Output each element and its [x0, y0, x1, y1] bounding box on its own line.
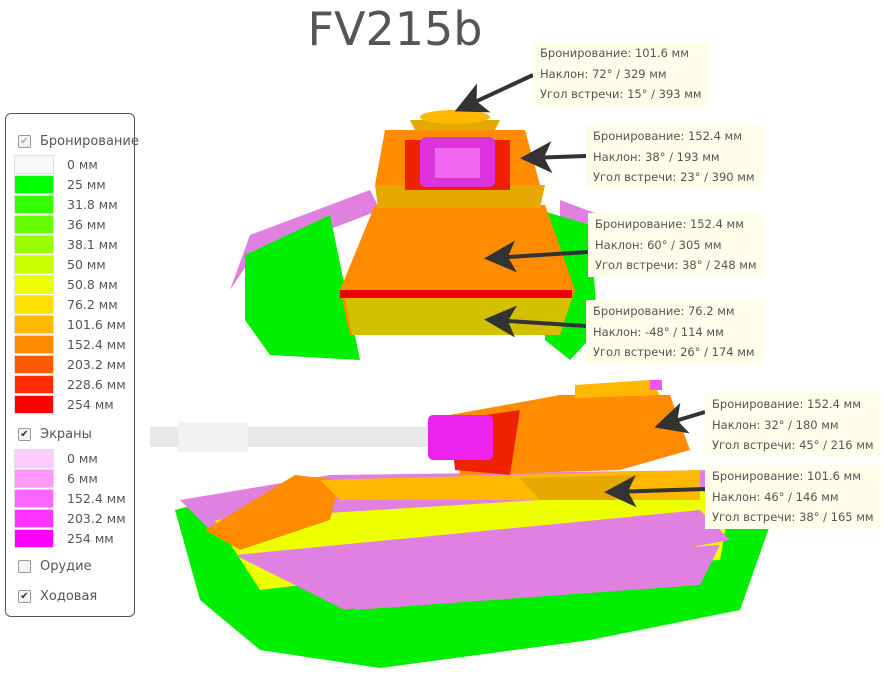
legend-item-label: 76.2 мм — [67, 297, 118, 312]
armor-tooltip: Бронирование: 152.4 мм Наклон: 60° / 305 … — [588, 213, 764, 277]
tooltip-armor: Бронирование: 152.4 мм — [595, 217, 744, 231]
legend-item: 25 мм — [14, 175, 106, 194]
legend-item: 254 мм — [14, 395, 114, 414]
color-swatch — [14, 489, 54, 508]
armor-legend: ✔ Бронирование 0 мм 25 мм 31.8 мм 36 мм 38.1 … — [5, 113, 139, 617]
tooltip-armor: Бронирование: 101.6 мм — [540, 46, 689, 60]
color-swatch — [14, 509, 54, 528]
color-swatch — [14, 215, 54, 234]
tooltip-slope: Наклон: 46° / 146 мм — [712, 489, 839, 504]
legend-item-label: 50.8 мм — [67, 277, 118, 292]
tooltip-angle: Угол встречи: 38° / 165 мм — [712, 510, 874, 524]
legend-item: 152.4 мм — [14, 335, 126, 354]
legend-item-label: 38.1 мм — [67, 237, 118, 252]
tracks-checkbox[interactable]: ✔ — [18, 590, 31, 603]
color-swatch — [14, 335, 54, 354]
color-swatch — [14, 275, 54, 294]
tooltip-arrows — [454, 73, 706, 508]
color-swatch — [14, 175, 54, 194]
legend-item: 152.4 мм — [14, 489, 126, 508]
legend-item: 76.2 мм — [14, 295, 118, 314]
color-swatch — [14, 449, 54, 468]
legend-item-label: 25 мм — [67, 177, 106, 192]
tooltip-angle: Угол встречи: 23° / 390 мм — [593, 170, 755, 184]
legend-item: 38.1 мм — [14, 235, 118, 254]
tooltip-angle: Угол встречи: 26° / 174 мм — [593, 345, 755, 359]
legend-item-label: 152.4 мм — [67, 337, 126, 352]
legend-item-label: 203.2 мм — [67, 511, 126, 526]
armor-tooltip: Бронирование: 76.2 мм Наклон: -48° / 114 … — [586, 300, 762, 364]
armor-tooltip: Бронирование: 152.4 мм Наклон: 32° / 180 … — [705, 393, 881, 457]
legend-item-label: 0 мм — [67, 451, 98, 466]
armor-checkbox[interactable]: ✔ — [18, 135, 31, 148]
tooltip-angle: Угол встречи: 38° / 248 мм — [595, 258, 757, 272]
legend-item-label: 203.2 мм — [67, 357, 126, 372]
color-swatch — [14, 469, 54, 488]
legend-item-label: 36 мм — [67, 217, 106, 232]
legend-item: 203.2 мм — [14, 509, 126, 528]
tooltip-slope: Наклон: 72° / 329 мм — [540, 66, 667, 81]
legend-item: 50.8 мм — [14, 275, 118, 294]
page-title: FV215b — [307, 2, 483, 56]
tracks-label: Ходовая — [40, 589, 98, 604]
screens-label: Экраны — [40, 427, 92, 442]
legend-item-label: 50 мм — [67, 257, 106, 272]
legend-item-label: 152.4 мм — [67, 491, 126, 506]
screens-toggle[interactable]: ✔ Экраны — [18, 427, 92, 442]
color-swatch — [14, 295, 54, 314]
color-swatch — [14, 235, 54, 254]
tooltip-angle: Угол встречи: 45° / 216 мм — [712, 438, 874, 452]
tank-front-view — [230, 110, 600, 360]
legend-item-label: 228.6 мм — [67, 377, 126, 392]
armor-tooltip: Бронирование: 101.6 мм Наклон: 46° / 146 … — [705, 465, 881, 529]
armor-toggle[interactable]: ✔ Бронирование — [18, 134, 139, 149]
legend-item-label: 6 мм — [67, 471, 98, 486]
color-swatch — [14, 375, 54, 394]
legend-item-label: 31.8 мм — [67, 197, 118, 212]
armor-tooltip: Бронирование: 152.4 мм Наклон: 38° / 193 … — [586, 125, 762, 189]
screens-checkbox[interactable]: ✔ — [18, 428, 31, 441]
legend-item: 254 мм — [14, 529, 114, 548]
color-swatch — [14, 355, 54, 374]
tooltip-slope: Наклон: -48° / 114 мм — [593, 324, 724, 339]
tooltip-armor: Бронирование: 152.4 мм — [712, 397, 861, 411]
armor-label: Бронирование — [40, 134, 139, 149]
legend-item: 0 мм — [14, 449, 98, 468]
tooltip-slope: Наклон: 32° / 180 мм — [712, 417, 839, 432]
legend-item: 101.6 мм — [14, 315, 126, 334]
legend-item-label: 101.6 мм — [67, 317, 126, 332]
gun-label: Орудие — [40, 559, 92, 574]
legend-item: 31.8 мм — [14, 195, 118, 214]
legend-item: 50 мм — [14, 255, 106, 274]
color-swatch — [14, 395, 54, 414]
gun-toggle[interactable]: Орудие — [18, 559, 92, 574]
color-swatch — [14, 155, 54, 174]
tooltip-armor: Бронирование: 101.6 мм — [712, 469, 861, 483]
legend-item: 228.6 мм — [14, 375, 126, 394]
color-swatch — [14, 195, 54, 214]
legend-item: 6 мм — [14, 469, 98, 488]
legend-item-label: 0 мм — [67, 157, 98, 172]
tooltip-slope: Наклон: 38° / 193 мм — [593, 149, 720, 164]
color-swatch — [14, 255, 54, 274]
tooltip-angle: Угол встречи: 15° / 393 мм — [540, 87, 702, 101]
gun-checkbox[interactable] — [18, 560, 31, 573]
legend-item: 0 мм — [14, 155, 98, 174]
color-swatch — [14, 315, 54, 334]
color-swatch — [14, 529, 54, 548]
armor-tooltip: Бронирование: 101.6 мм Наклон: 72° / 329 … — [533, 42, 709, 106]
legend-item-label: 254 мм — [67, 531, 114, 546]
tracks-toggle[interactable]: ✔ Ходовая — [18, 589, 97, 604]
tooltip-slope: Наклон: 60° / 305 мм — [595, 237, 722, 252]
legend-item-label: 254 мм — [67, 397, 114, 412]
tooltip-armor: Бронирование: 152.4 мм — [593, 129, 742, 143]
legend-item: 36 мм — [14, 215, 106, 234]
legend-item: 203.2 мм — [14, 355, 126, 374]
tooltip-armor: Бронирование: 76.2 мм — [593, 304, 735, 318]
tank-side-view — [150, 380, 770, 668]
